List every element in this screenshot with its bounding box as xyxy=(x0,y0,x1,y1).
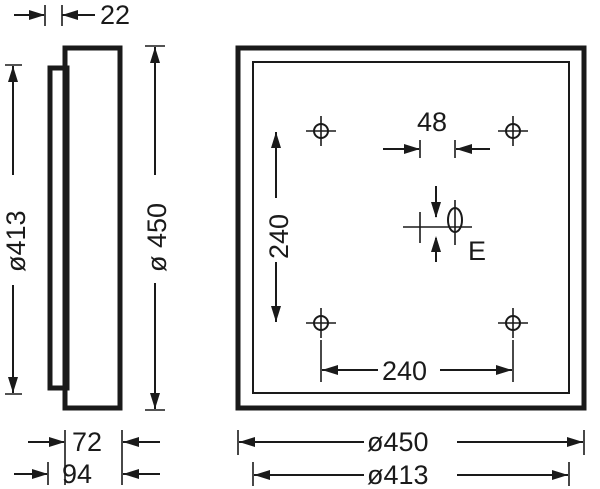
mounting-hole-bottom-right xyxy=(498,308,528,338)
mounting-hole-top-right xyxy=(498,116,528,146)
dim-48: 48 xyxy=(383,107,490,158)
side-diffuser-outline xyxy=(47,65,70,391)
dim-94: 94 xyxy=(14,459,160,489)
dim-front-outer-dia: ø450 xyxy=(237,427,585,457)
mounting-hole-bottom-left xyxy=(306,308,336,338)
front-inner-frame xyxy=(252,61,570,394)
dim-22: 22 xyxy=(14,0,130,30)
dim-label-240-vertical: 240 xyxy=(264,214,294,259)
dim-front-inner-dia: ø413 xyxy=(252,460,570,489)
dim-label-72: 72 xyxy=(72,427,102,457)
mounting-hole-top-left xyxy=(306,116,336,146)
dim-240-vertical: 240 xyxy=(264,132,294,322)
dim-label-front-450: ø450 xyxy=(367,427,429,457)
dim-label-side-413: ø413 xyxy=(1,210,31,272)
dim-72: 72 xyxy=(28,427,160,485)
side-view: 22 ø413 ø 450 xyxy=(1,0,172,489)
earth-mark-label: E xyxy=(468,236,486,266)
dim-label-94: 94 xyxy=(62,459,92,489)
dim-label-front-413: ø413 xyxy=(367,460,429,489)
dim-240-horizontal: 240 xyxy=(320,340,514,386)
dim-label-side-450: ø 450 xyxy=(142,203,172,272)
slot-offset-arrows xyxy=(431,186,441,262)
dim-side-inner-dia: ø413 xyxy=(1,64,31,395)
dim-label-22: 22 xyxy=(100,0,130,30)
dim-label-48: 48 xyxy=(417,107,447,137)
dim-label-240-horizontal: 240 xyxy=(382,356,427,386)
front-view: E 48 240 xyxy=(235,45,587,489)
front-outer-frame xyxy=(235,45,587,411)
cable-entry-slot: E xyxy=(403,200,486,266)
side-body-outline xyxy=(62,45,123,411)
dim-side-outer-dia: ø 450 xyxy=(142,45,172,411)
